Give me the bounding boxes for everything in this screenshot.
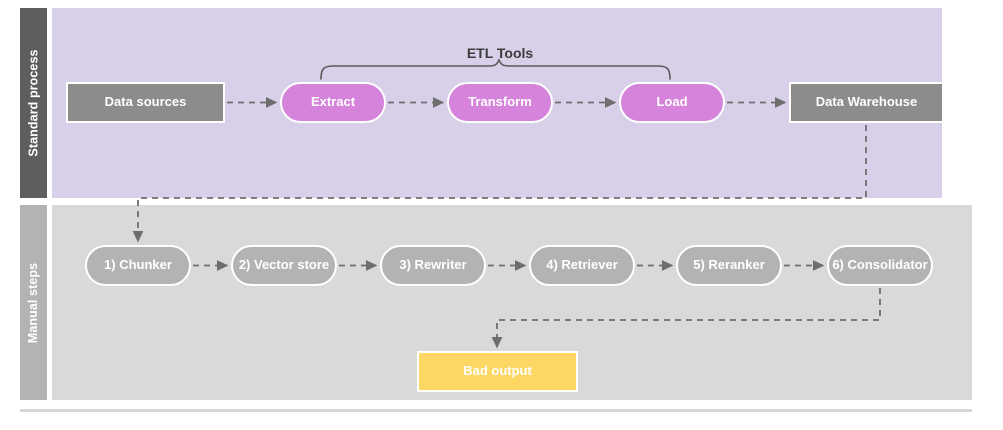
etl-tools-label: ETL Tools: [466, 45, 534, 61]
node-retriever[interactable]: 4) Retriever: [529, 245, 635, 286]
node-chunker[interactable]: 1) Chunker: [85, 245, 191, 286]
node-reranker[interactable]: 5) Reranker: [676, 245, 782, 286]
node-vector-store[interactable]: 2) Vector store: [231, 245, 337, 286]
node-load[interactable]: Load: [619, 82, 725, 123]
node-bad-output[interactable]: Bad output: [417, 351, 578, 392]
node-extract[interactable]: Extract: [280, 82, 386, 123]
node-rewriter[interactable]: 3) Rewriter: [380, 245, 486, 286]
node-data-warehouse[interactable]: Data Warehouse: [789, 82, 944, 123]
lane-label-manual-steps: Manual steps: [20, 205, 47, 400]
lane-label-standard-process: Standard process: [20, 8, 47, 198]
node-consolidator[interactable]: 6) Consolidator: [827, 245, 933, 286]
bottom-divider: [20, 409, 972, 412]
node-transform[interactable]: Transform: [447, 82, 553, 123]
lane-label-standard-process-text: Standard process: [26, 49, 41, 157]
lane-label-manual-steps-text: Manual steps: [26, 262, 41, 343]
node-data-sources[interactable]: Data sources: [66, 82, 225, 123]
